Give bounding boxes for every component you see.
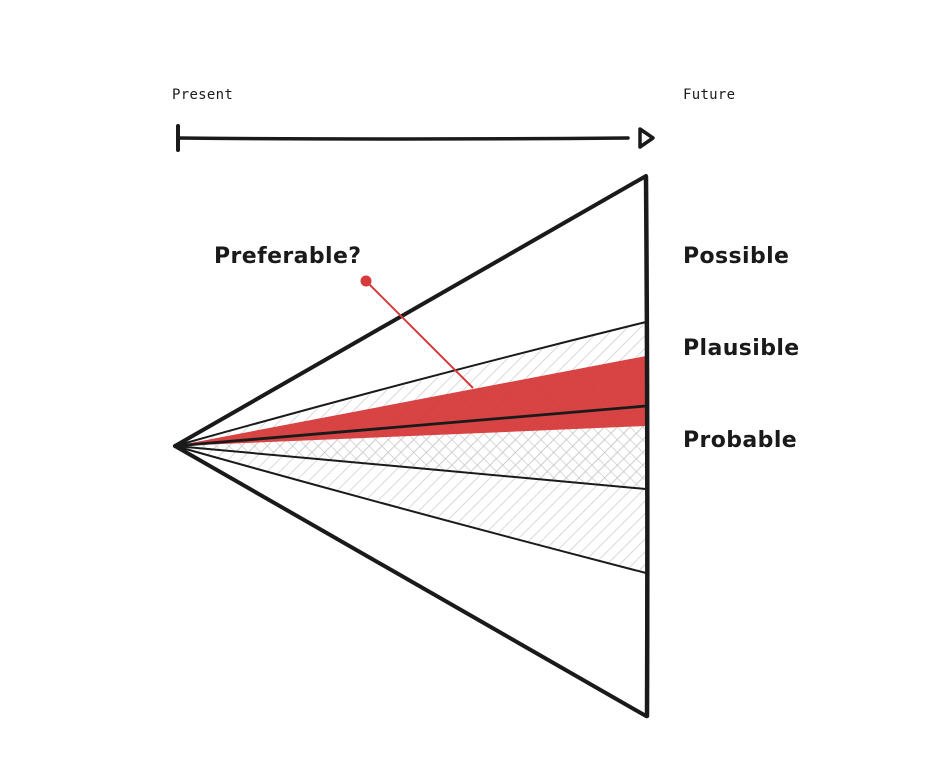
timeline-start-label: Present (172, 87, 234, 103)
plausible-lower-line (174, 445, 647, 574)
preferable-label: Preferable? (214, 244, 362, 269)
probable-lower-line (174, 445, 647, 490)
timeline-arrowhead-icon (638, 127, 655, 149)
preferable-pointer-dot (360, 275, 372, 287)
timeline-end-label: Future (683, 87, 736, 103)
center-trend-line (174, 404, 647, 448)
preferable-band (175, 356, 646, 446)
possible-upper-edge (173, 174, 648, 448)
future-boundary-line (643, 174, 650, 719)
possible-label: Possible (683, 244, 790, 269)
preferable-pointer-line (365, 280, 474, 389)
plausible-upper-line (174, 321, 647, 447)
possible-lower-edge (173, 444, 648, 718)
timeline-arrow (176, 124, 655, 152)
timeline-line (176, 136, 630, 141)
plausible-label: Plausible (683, 336, 800, 361)
probable-label: Probable (683, 428, 798, 453)
